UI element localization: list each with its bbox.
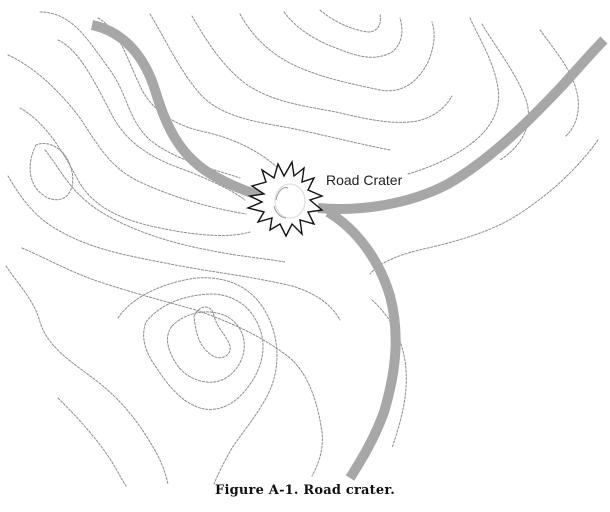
road-south (325, 207, 401, 481)
contour-line (481, 23, 529, 161)
contour-line (57, 39, 246, 201)
road-east (317, 36, 608, 214)
contour-line (283, 11, 403, 58)
contour-line (21, 247, 323, 477)
contour-lines (5, 9, 599, 487)
contour-line (239, 13, 435, 92)
contour-line (57, 397, 127, 487)
contour-line (7, 54, 247, 215)
contour-line (29, 143, 74, 201)
contour-line (319, 9, 381, 33)
crater-shading (273, 187, 289, 219)
contour-line (371, 299, 407, 449)
contour-line (369, 139, 599, 275)
crater-pit (274, 183, 306, 219)
contour-line (539, 29, 579, 137)
roads (90, 20, 608, 481)
figure-caption: Figure A-1. Road crater. (215, 483, 395, 498)
contour-line (407, 17, 500, 175)
contour-line (19, 107, 251, 236)
contour-line (149, 13, 391, 151)
contour-line (117, 277, 278, 485)
contour-line (191, 15, 453, 123)
road-crater-label: Road Crater (326, 172, 403, 188)
contour-line (193, 306, 231, 359)
contour-line (143, 293, 264, 410)
contour-line (7, 175, 341, 321)
crater-icon (245, 159, 324, 238)
contour-line (167, 311, 245, 383)
road-west (90, 20, 270, 203)
contour-line (5, 265, 169, 485)
contour-line (39, 11, 241, 179)
contour-line (44, 149, 286, 263)
